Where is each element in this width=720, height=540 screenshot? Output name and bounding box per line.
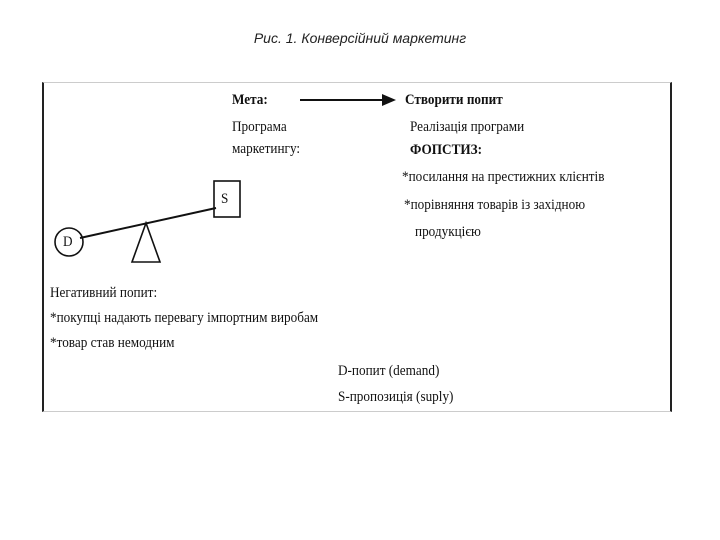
goal-label: Мета: <box>232 92 268 108</box>
program-line4: *порівняння товарів із західною <box>404 197 586 213</box>
program-label-line2: маркетингу: <box>232 141 301 157</box>
program-line3: *посилання на престижних клієнтів <box>402 169 605 185</box>
negative-demand-item2: *товар став немодним <box>50 335 175 351</box>
supply-letter: S <box>221 191 229 207</box>
diagram-frame <box>42 82 672 412</box>
fulcrum-triangle <box>130 220 162 263</box>
goal-value: Створити попит <box>405 92 503 108</box>
legend-demand: D-попит (demand) <box>338 363 440 379</box>
balance-beam <box>79 207 217 239</box>
demand-circle <box>54 227 84 257</box>
program-line5: продукцією <box>415 224 481 240</box>
legend-supply: S-пропозиція (suply) <box>338 389 454 405</box>
program-line1: Реалізація програми <box>410 119 525 135</box>
program-line2: ФОПСТИЗ: <box>410 142 483 158</box>
goal-arrow-head <box>382 94 396 106</box>
demand-letter: D <box>63 234 73 250</box>
supply-box <box>213 180 241 218</box>
negative-demand-heading: Негативний попит: <box>50 285 158 301</box>
figure-caption: Рис. 1. Конверсійний маркетинг <box>253 30 467 46</box>
program-label-line1: Програма <box>232 119 287 135</box>
negative-demand-item1: *покупці надають перевагу імпортним виро… <box>50 310 319 326</box>
